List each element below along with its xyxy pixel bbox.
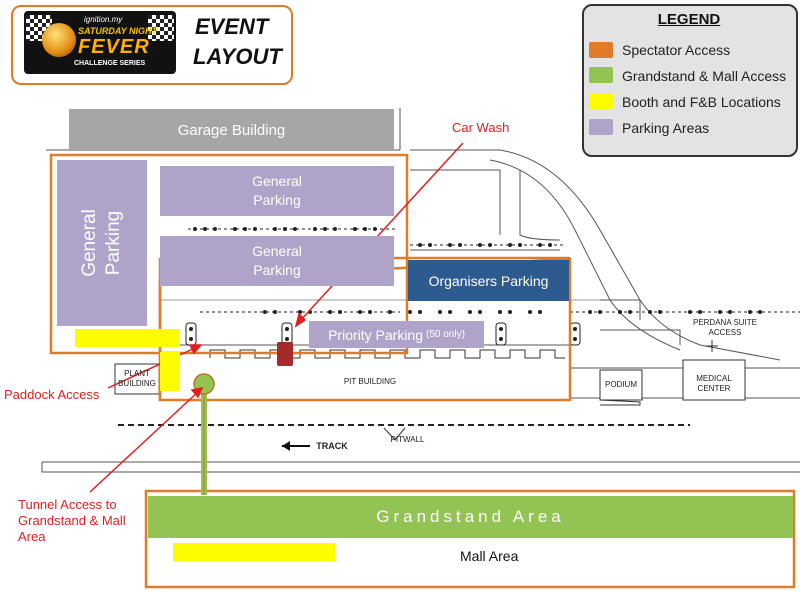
logo-line1: SATURDAY NIGHT [78,26,158,36]
legend-swatch-parking [589,119,613,135]
parking-left: General Parking [57,160,147,326]
plant-building-label: PLANT BUILDING [118,369,156,388]
parking-top: General Parking [160,166,394,216]
car-wash-annotation: Car Wash [452,120,510,135]
parking-middle: General Parking [160,236,394,286]
mall-area-label: Mall Area [460,548,519,564]
logo-orb [42,23,76,57]
legend-label-spectator: Spectator Access [622,42,731,58]
paddock-access-annotation: Paddock Access [4,387,100,402]
parking-priority: Priority Parking (50 only) [309,321,484,348]
title-line1: EVENT [195,14,269,39]
legend-label-grandstand: Grandstand & Mall Access [622,68,787,84]
booth-location-left [75,329,180,347]
title-line2: LAYOUT [193,44,282,69]
pitwall-label: PITWALL [390,435,425,444]
logo-line2: FEVER [78,36,150,58]
event-logo: ignition.my SATURDAY NIGHT FEVER CHALLEN… [24,11,176,74]
grandstand-area-label: Grandstand Area [376,507,565,526]
track-label: TRACK [316,441,348,451]
legend-title: LEGEND [657,11,721,28]
grandstand-area: Grandstand Area [148,496,793,538]
parking-left-label: General Parking [78,209,124,277]
parking-organisers: Organisers Parking [408,260,569,301]
garage-building-label: Garage Building [177,121,286,139]
tunnel-access-annotation: Tunnel Access to Grandstand & Mall Area [18,497,126,544]
parking-organisers-label: Organisers Parking [428,272,549,289]
logo-line3: CHALLENGE SERIES [74,60,146,67]
medical-center-label: MEDICAL CENTER [696,374,732,393]
garage-building: Garage Building [69,109,394,151]
parking-priority-label: Priority Parking [328,326,423,343]
legend-box [582,4,798,157]
pit-building-label: PIT BUILDING [343,377,397,386]
car-wash-marker [277,342,293,366]
legend-label-parking: Parking Areas [622,120,710,136]
booth-location-mall [173,543,335,561]
legend-swatch-booth [589,93,613,109]
parking-priority-note: (50 only) [426,329,465,340]
legend-swatch-spectator [589,42,613,58]
checkered-flag-right-icon [148,15,174,41]
legend-swatch-grandstand [589,67,613,83]
perdana-suite-label: PERDANA SUITE ACCESS [692,318,757,337]
podium-label: PODIUM [605,380,637,389]
logo-brand: ignition.my [84,15,123,24]
legend-label-booth: Booth and F&B Locations [622,94,781,110]
booth-location-plant [160,352,180,391]
